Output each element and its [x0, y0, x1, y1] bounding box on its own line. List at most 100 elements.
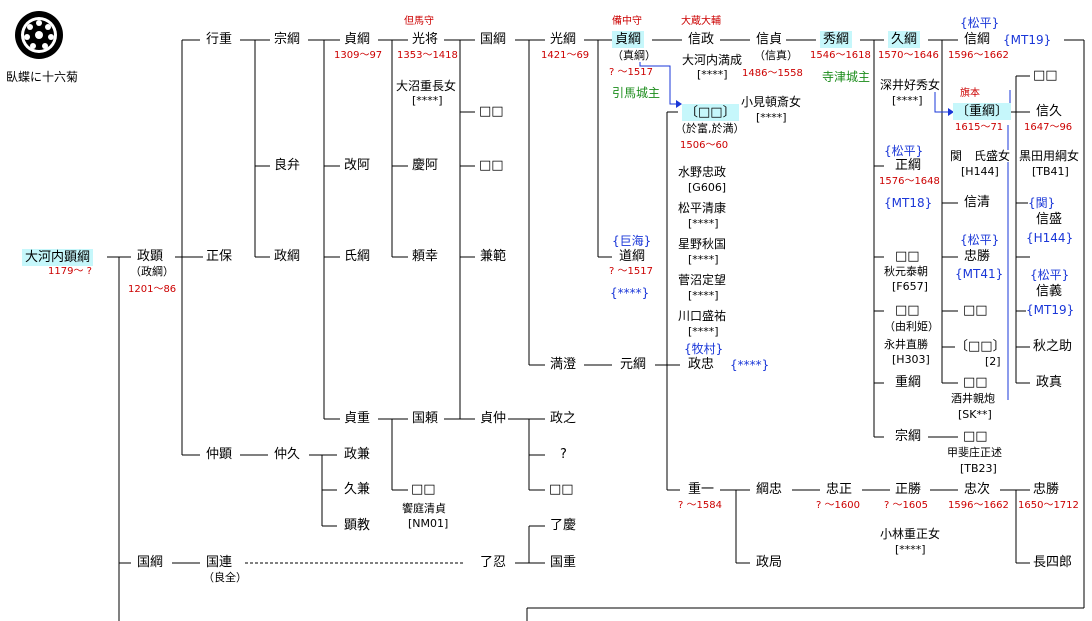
odai-spouse-tag: [****] [688, 217, 719, 230]
person-nobuyoshi[interactable]: 信義 [1036, 284, 1063, 299]
person-nakaaki[interactable]: 仲顕 [206, 447, 233, 462]
person-odai[interactable]: 〔□□〕 [682, 104, 739, 121]
person-hidetsuna[interactable]: 秀綱 [820, 31, 853, 48]
person-nakahisa[interactable]: 仲久 [274, 447, 301, 462]
person-tadakatsu2[interactable]: 忠勝 [1033, 482, 1060, 497]
person-masakatsu[interactable]: 正勝 [895, 482, 922, 497]
person-nobuhisa[interactable]: 信久 [1036, 104, 1063, 119]
person-unknown-b[interactable]: □□ [479, 158, 504, 173]
person-sadanaka[interactable]: 貞仲 [480, 411, 507, 426]
person-kunitsuna1[interactable]: 国綱 [137, 555, 164, 570]
person-unknown-g[interactable]: 〔□□〕 [955, 339, 1006, 354]
person-unknown-e[interactable]: □□ [895, 303, 920, 318]
hisatsuna-years: 1570～1646 [878, 50, 939, 62]
michitsuna-clan: {巨海} [612, 232, 652, 249]
person-tadamasa[interactable]: 忠正 [826, 482, 853, 497]
butterfly-crest-icon [15, 11, 63, 59]
michitsuna-tag: {****} [610, 286, 650, 300]
person-shigetsuna2[interactable]: 〔重綱〕 [953, 103, 1012, 120]
person-mototsuna[interactable]: 元綱 [620, 357, 647, 372]
person-nobumasa[interactable]: 信政 [688, 32, 715, 47]
person-nobukiyo[interactable]: 信清 [964, 195, 991, 210]
person-unknown-h[interactable]: □□ [963, 375, 988, 390]
person-ryonin[interactable]: 了忍 [480, 555, 507, 570]
hidetsuna-years: 1546～1618 [810, 50, 871, 62]
person-akitsuna[interactable]: 大河内顕綱 [22, 249, 94, 266]
person-unknown-j[interactable]: □□ [1033, 68, 1058, 83]
nobusada-tag: [****] [756, 111, 787, 124]
hisatsuna-tag: [****] [892, 94, 923, 107]
person-tsunatada[interactable]: 綱忠 [756, 482, 783, 497]
person-kanenori[interactable]: 兼範 [480, 249, 507, 264]
nobutsuna-years: 1596～1662 [948, 50, 1009, 62]
masakatsu-note: 小林重正女 [880, 527, 941, 541]
odai-spouse-tag: [****] [688, 253, 719, 266]
person-akinori[interactable]: 顕教 [344, 518, 371, 533]
person-masatada[interactable]: 政忠 [688, 357, 715, 372]
person-masatsuna2[interactable]: 正綱 [895, 158, 922, 173]
akitsuna-years: 1179～ ? [48, 266, 92, 278]
nobusada-alias: （信真） [754, 49, 798, 62]
person-nobusada[interactable]: 信貞 [756, 32, 783, 47]
person-unknown-d[interactable]: □□ [895, 249, 920, 264]
person-masazane[interactable]: 政真 [1036, 375, 1063, 390]
person-mitsutsuna[interactable]: 光綱 [550, 32, 577, 47]
person-kunishige[interactable]: 国重 [550, 555, 577, 570]
person-mitsumasa[interactable]: 光将 [412, 32, 439, 47]
masatada-tag: {****} [730, 358, 770, 372]
person-yukishige[interactable]: 行重 [206, 32, 233, 47]
person-unknown-c[interactable]: □□ [549, 482, 574, 497]
person-unknown-a[interactable]: □□ [479, 104, 504, 119]
masakatsu-years: ? ～1605 [884, 500, 928, 512]
person-michitsuna[interactable]: 道綱 [619, 249, 646, 264]
person-mitsuzumi[interactable]: 満澄 [550, 357, 577, 372]
person-masakane[interactable]: 政兼 [344, 447, 371, 462]
person-unknown-f[interactable]: □□ [963, 303, 988, 318]
person-kunitsura[interactable]: 国連 [206, 555, 233, 570]
person-yorisachi[interactable]: 頼幸 [412, 249, 439, 264]
person-ryoben[interactable]: 良弁 [274, 158, 301, 173]
unknown-e-tag: [H303] [892, 353, 930, 366]
shigekazu-years: ? ～1584 [678, 500, 722, 512]
person-nobumori[interactable]: 信盛 [1036, 212, 1063, 227]
person-shigetsuna[interactable]: 重綱 [895, 375, 922, 390]
nobumori-tag: {H144} [1026, 231, 1074, 245]
person-nobutsuna[interactable]: 信綱 [964, 32, 991, 47]
person-masaaki[interactable]: 政顕 [137, 249, 164, 264]
person-hisakane[interactable]: 久兼 [344, 482, 371, 497]
person-shigekazu[interactable]: 重一 [688, 482, 715, 497]
person-unknown-i[interactable]: □□ [963, 429, 988, 444]
person-munetsuna[interactable]: 宗綱 [274, 32, 301, 47]
sadatsuna2-years: ? ～1517 [609, 67, 653, 79]
person-akinosuke[interactable]: 秋之助 [1033, 339, 1073, 354]
person-keia[interactable]: 慶阿 [412, 158, 439, 173]
person-masayasu[interactable]: 正保 [206, 249, 233, 264]
odai-spouse-name: 星野秋国 [678, 237, 727, 251]
person-ryokei[interactable]: 了慶 [550, 518, 577, 533]
mitsumasa-title: 但馬守 [404, 16, 434, 28]
person-sadatsuna[interactable]: 貞綱 [344, 32, 371, 47]
person-masatsuna1[interactable]: 政綱 [274, 249, 301, 264]
person-choshiro[interactable]: 長四郎 [1033, 555, 1073, 570]
tadatsugu-years: 1596～1662 [948, 500, 1009, 512]
unknown-d-note: 秋元泰朝 [884, 265, 928, 278]
hidetsuna-castle: 寺津城主 [822, 68, 871, 85]
person-masayuki[interactable]: 政之 [550, 411, 577, 426]
person-sadatsuna2[interactable]: 貞綱 [612, 31, 645, 48]
mitsutsuna-years: 1421～69 [541, 50, 590, 62]
nobuhisa-tag: [TB41] [1032, 165, 1069, 178]
person-ujitsuna[interactable]: 氏綱 [344, 249, 371, 264]
person-munetsuna2[interactable]: 宗綱 [895, 429, 922, 444]
person-hisatsuna[interactable]: 久綱 [888, 31, 921, 48]
nobusada-years: 1486～1558 [742, 68, 803, 80]
person-question[interactable]: ? [560, 447, 567, 462]
person-tadatsugu[interactable]: 忠次 [964, 482, 991, 497]
person-sadashige[interactable]: 貞重 [344, 411, 371, 426]
person-masakyoku[interactable]: 政局 [756, 555, 783, 570]
person-unknown-nm01[interactable]: □□ [411, 482, 436, 497]
person-kunitsuna2[interactable]: 国綱 [480, 32, 507, 47]
person-kaia[interactable]: 改阿 [344, 158, 371, 173]
person-tadakatsu[interactable]: 忠勝 [964, 249, 991, 264]
person-kuniyori[interactable]: 国頼 [412, 411, 439, 426]
tadakatsu-clan: {松平} [960, 231, 1000, 248]
